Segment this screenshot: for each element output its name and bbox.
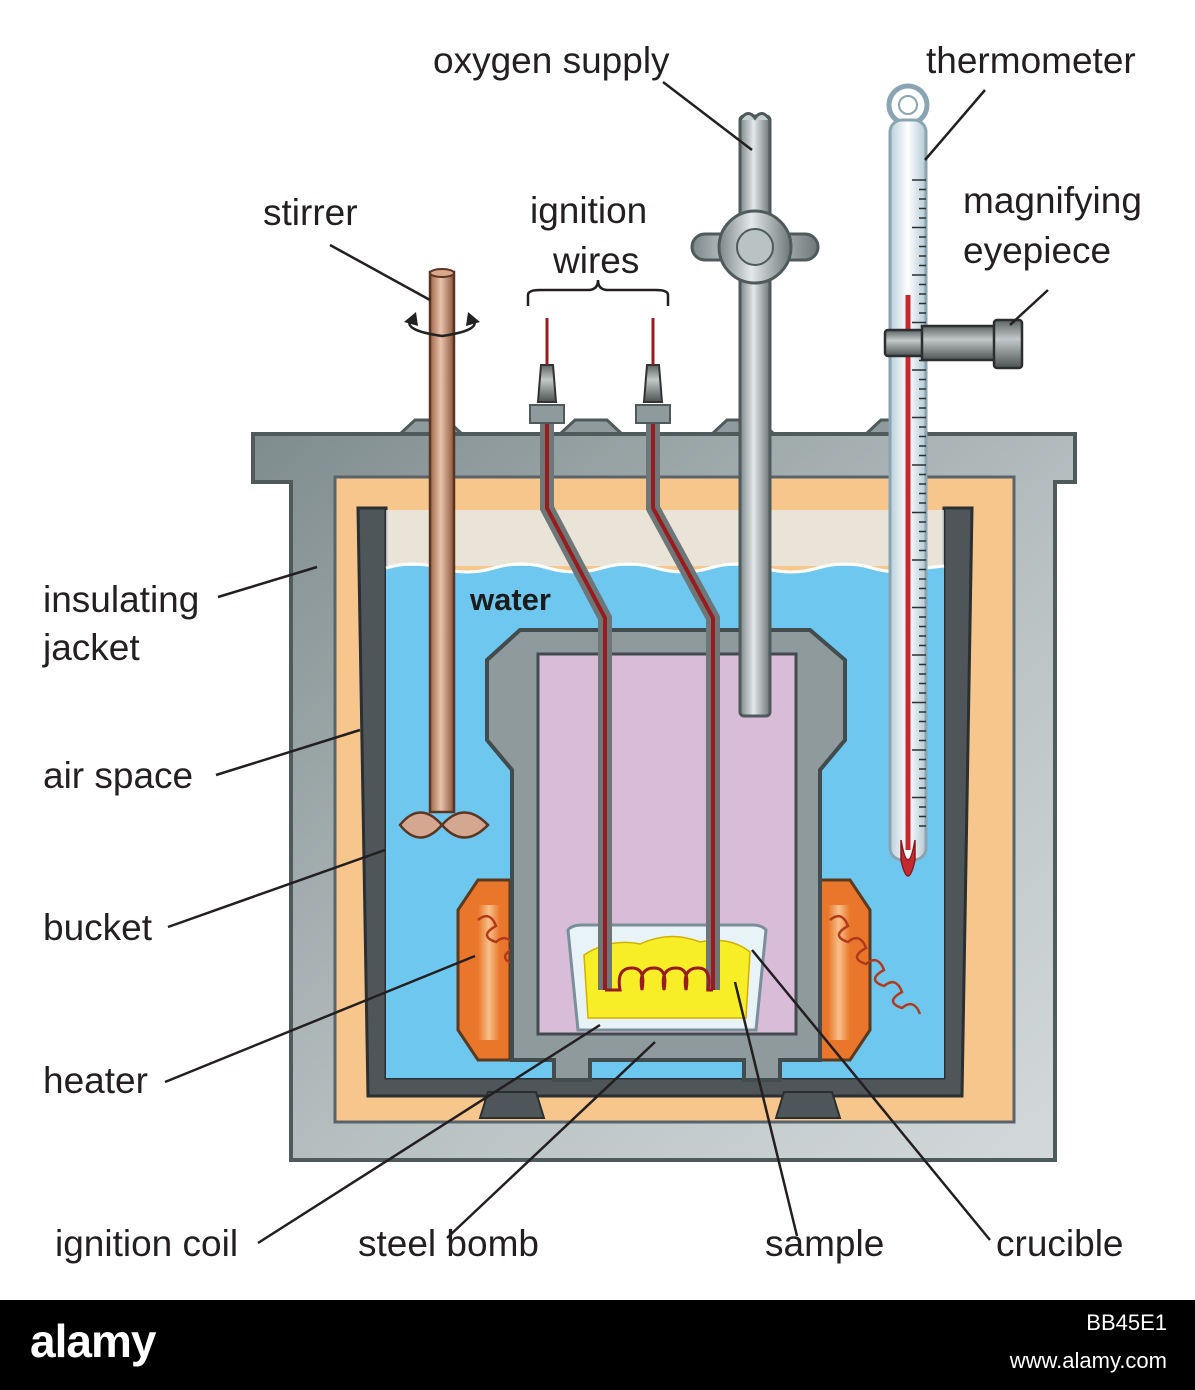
footer-bar: alamy BB45E1 www.alamy.com (0, 1300, 1195, 1390)
oxygen-supply-pipe (690, 112, 820, 718)
footer-url: www.alamy.com (1009, 1348, 1167, 1373)
bomb-calorimeter-diagram: oxygen supply thermometer stirrer igniti… (42, 40, 1142, 1264)
label-heater: heater (43, 1060, 148, 1101)
rotation-arrow-icon (408, 317, 476, 338)
label-thermometer: thermometer (926, 40, 1136, 81)
ignition-wires (529, 318, 720, 990)
label-insulating-jacket-line2: jacket (42, 627, 140, 668)
bomb-foot-left (478, 1091, 546, 1119)
label-ignition-wires-line1: ignition (530, 190, 647, 231)
label-crucible: crucible (996, 1223, 1124, 1264)
label-ignition-coil: ignition coil (55, 1223, 238, 1264)
image-id: BB45E1 (1086, 1310, 1167, 1335)
thermometer-scale (912, 179, 926, 827)
label-magnifying-eyepiece-line2: eyepiece (963, 230, 1111, 271)
label-magnifying-eyepiece-line1: magnifying (963, 180, 1142, 221)
thermometer (886, 83, 930, 877)
stirrer (398, 268, 490, 839)
leader-lines (164, 81, 1049, 1245)
alamy-logo: alamy (30, 1315, 156, 1367)
ignition-coil (605, 966, 713, 992)
label-steel-bomb: steel bomb (358, 1223, 539, 1264)
water-surface (385, 562, 945, 574)
label-bucket: bucket (43, 907, 153, 948)
label-sample: sample (765, 1223, 884, 1264)
label-stirrer: stirrer (263, 192, 358, 233)
label-ignition-wires-line2: wires (552, 240, 639, 281)
magnifying-eyepiece (883, 318, 1024, 370)
bomb-foot-right (774, 1091, 842, 1119)
crucible (566, 923, 768, 1032)
label-insulating-jacket-line1: insulating (43, 579, 199, 620)
label-air-space: air space (43, 755, 193, 796)
label-water: water (469, 582, 551, 617)
label-oxygen-supply: oxygen supply (433, 40, 670, 81)
